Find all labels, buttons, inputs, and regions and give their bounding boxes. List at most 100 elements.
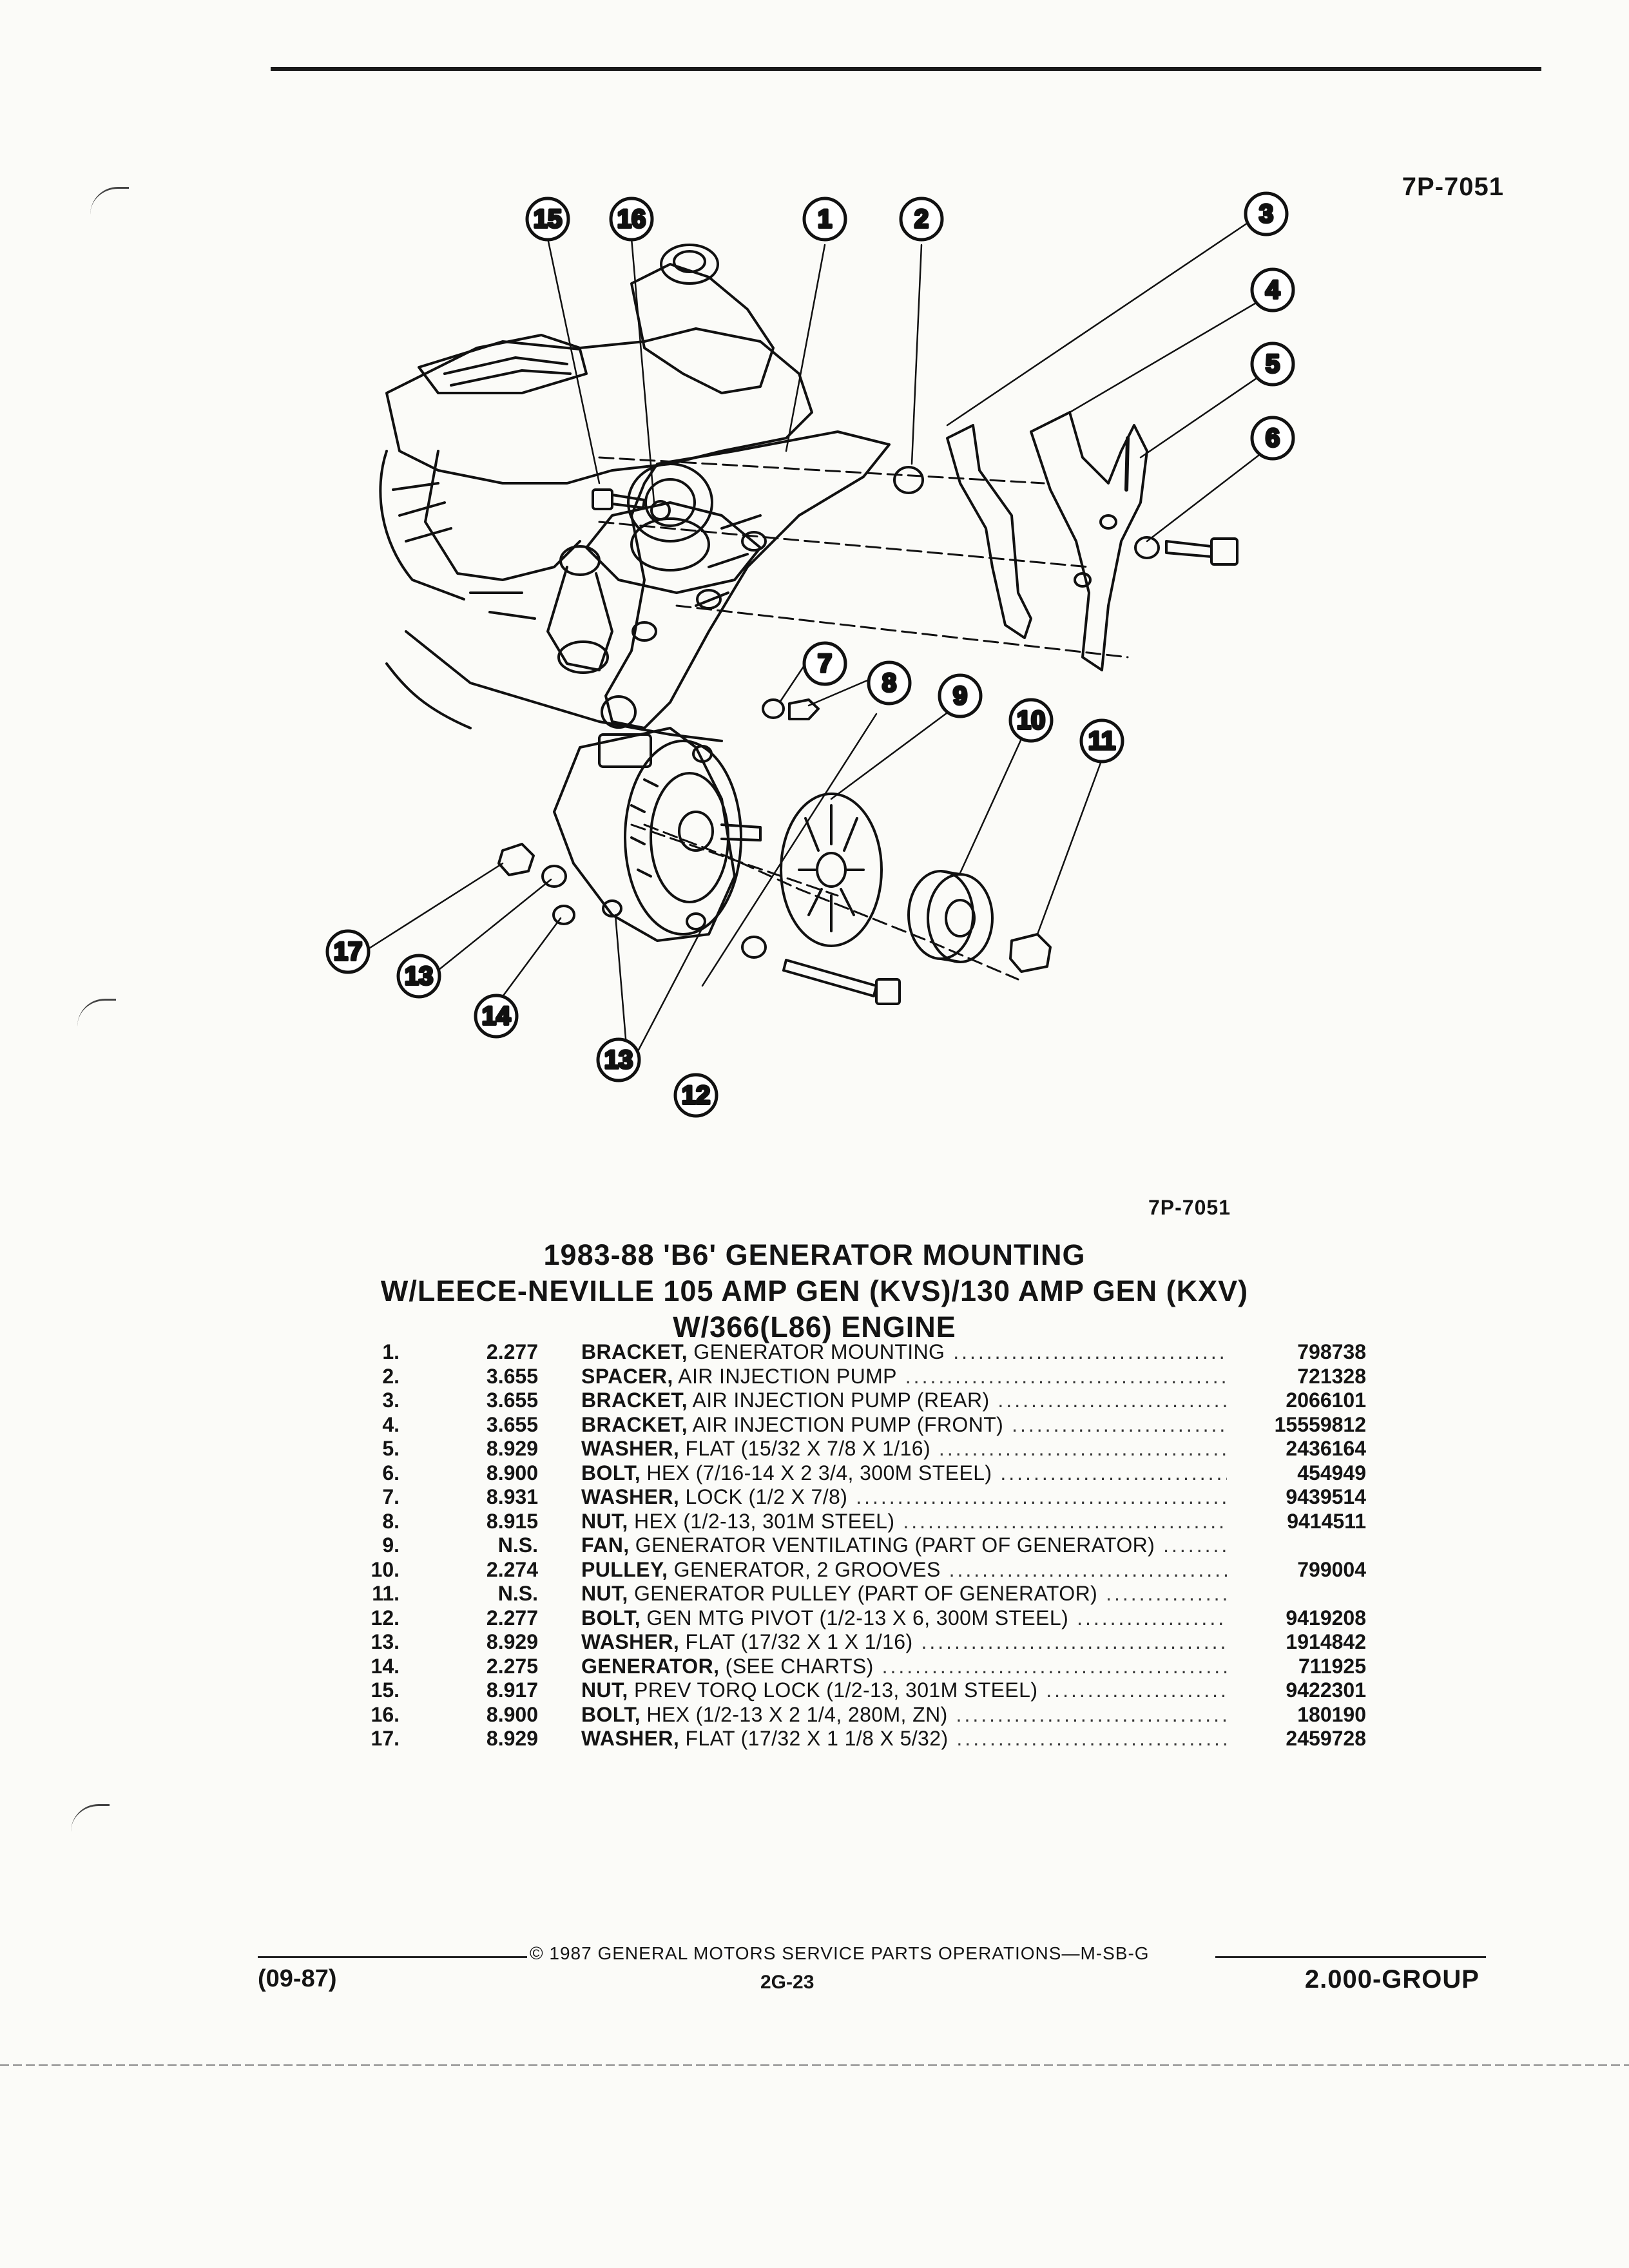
part-name: WASHER, (581, 1727, 680, 1750)
part-number: 711925 (1298, 1654, 1366, 1678)
scan-mark (77, 999, 116, 1026)
item-number: 17. (371, 1727, 400, 1750)
generator-mounting-bracket-drawing (604, 430, 891, 729)
item-number: 7. (382, 1485, 400, 1508)
title-line-3: W/366(L86) ENGINE (673, 1311, 956, 1343)
svg-text:5: 5 (1266, 350, 1280, 378)
item-number: 14. (371, 1654, 400, 1678)
group-code: N.S. (497, 1533, 538, 1557)
svg-text:7: 7 (818, 649, 832, 678)
part-detail: GENERATOR MOUNTING (687, 1340, 945, 1363)
callout-17: 16 (609, 197, 654, 242)
leader-dots: ........................................… (882, 1654, 1227, 1678)
parts-row: 15. 8.917 NUT, PREV TORQ LOCK (1/2-13, 301… (361, 1678, 1366, 1703)
leader-dots: ........................................… (1163, 1533, 1227, 1557)
svg-text:17: 17 (334, 937, 363, 966)
part-description: FAN, GENERATOR VENTILATING (PART OF GENE… (581, 1533, 1227, 1558)
part-number: 454949 (1297, 1461, 1366, 1485)
svg-text:6: 6 (1266, 424, 1280, 452)
svg-text:12: 12 (682, 1081, 711, 1110)
scan-mark (71, 1804, 110, 1832)
svg-text:4: 4 (1266, 276, 1280, 304)
part-name: PULLEY, (581, 1557, 668, 1581)
group-code: 8.917 (486, 1678, 538, 1702)
group-code: 8.931 (486, 1485, 538, 1508)
callout-6: 6 (1250, 416, 1295, 461)
bolt-washer-drawing (592, 488, 671, 521)
part-detail: GEN MTG PIVOT (1/2-13 X 6, 300M STEEL) (641, 1606, 1069, 1629)
leader-dots: ........................................… (1046, 1678, 1227, 1702)
part-detail: LOCK (1/2 X 7/8) (679, 1485, 848, 1508)
leader-dots: ........................................… (998, 1389, 1227, 1412)
parts-list: 1. 2.277 BRACKET, GENERATOR MOUNTING .....… (361, 1340, 1366, 1751)
section-title: 1983-88 'B6' GENERATOR MOUNTING W/LEECE-… (0, 1237, 1629, 1345)
leader-dots: ........................................… (949, 1557, 1227, 1581)
part-detail: AIR INJECTION PUMP (673, 1364, 897, 1388)
scan-mark (90, 187, 129, 215)
item-number: 1. (382, 1340, 400, 1363)
revision-date: (09-87) (258, 1965, 337, 1992)
callout-4: 4 (1250, 267, 1295, 312)
page-number: 2G-23 (760, 1972, 815, 1993)
part-name: NUT, (581, 1582, 628, 1605)
svg-text:1: 1 (818, 205, 832, 233)
svg-text:14: 14 (482, 1002, 511, 1030)
group-code: 3.655 (486, 1412, 538, 1436)
callout-11: 11 (1079, 718, 1124, 764)
part-name: BRACKET, (581, 1389, 688, 1412)
callout-10: 10 (1008, 698, 1054, 743)
group-code: 8.929 (486, 1437, 538, 1460)
svg-text:2: 2 (914, 205, 929, 233)
pulley-drawing (907, 870, 994, 963)
part-detail: FLAT (17/32 X 1 X 1/16) (679, 1630, 913, 1653)
group-number: 2.000-GROUP (1304, 1965, 1480, 1994)
part-name: SPACER, (581, 1364, 673, 1388)
air-injection-brackets-drawing (946, 411, 1148, 671)
part-description: BOLT, GEN MTG PIVOT (1/2-13 X 6, 300M ST… (581, 1606, 1227, 1631)
part-number: 799004 (1297, 1557, 1366, 1581)
leader-dots: ........................................… (956, 1702, 1227, 1726)
figure-ref-top: 7P-7051 (1402, 173, 1504, 201)
callout-3: 3 (1244, 191, 1289, 236)
item-number: 13. (371, 1630, 400, 1653)
item-number: 12. (371, 1606, 400, 1629)
item-number: 16. (371, 1702, 400, 1726)
part-detail: AIR INJECTION PUMP (REAR) (687, 1389, 990, 1412)
footer-rule-left (258, 1956, 527, 1958)
part-description: WASHER, FLAT (15/32 X 7/8 X 1/16) ......… (581, 1437, 1227, 1461)
part-description: BRACKET, GENERATOR MOUNTING ............… (581, 1340, 1227, 1365)
part-name: NUT, (581, 1678, 628, 1702)
group-code: 2.277 (486, 1606, 538, 1629)
part-description: BRACKET, AIR INJECTION PUMP (FRONT) ....… (581, 1413, 1227, 1437)
group-code: 8.915 (486, 1509, 538, 1533)
parts-row: 9.N.S.FAN, GENERATOR VENTILATING (PART O… (361, 1533, 1366, 1558)
part-number: 2459728 (1286, 1727, 1366, 1750)
parts-row: 11.N.S.NUT, GENERATOR PULLEY (PART OF GE… (361, 1582, 1366, 1606)
part-description: NUT, PREV TORQ LOCK (1/2-13, 301M STEEL)… (581, 1678, 1227, 1703)
group-code: 8.929 (486, 1630, 538, 1653)
title-line-1: 1983-88 'B6' GENERATOR MOUNTING (543, 1238, 1086, 1271)
group-code: 3.655 (486, 1364, 538, 1388)
top-rule (271, 67, 1541, 71)
item-number: 15. (371, 1678, 400, 1702)
part-description: SPACER, AIR INJECTION PUMP .............… (581, 1365, 1227, 1389)
part-number: 2436164 (1286, 1437, 1366, 1460)
part-number: 1914842 (1286, 1630, 1366, 1653)
group-code: 3.655 (486, 1389, 538, 1412)
part-description: BOLT, HEX (1/2-13 X 2 1/4, 280M, ZN) ...… (581, 1703, 1227, 1727)
leader-dots: ........................................… (1106, 1582, 1227, 1605)
group-code: 2.275 (486, 1654, 538, 1678)
part-number: 9422301 (1286, 1678, 1366, 1702)
part-detail: AIR INJECTION PUMP (FRONT) (687, 1412, 1004, 1436)
engine-block-drawing (379, 244, 813, 742)
part-detail: (SEE CHARTS) (719, 1654, 874, 1678)
leader-dots: ........................................… (953, 1340, 1227, 1363)
